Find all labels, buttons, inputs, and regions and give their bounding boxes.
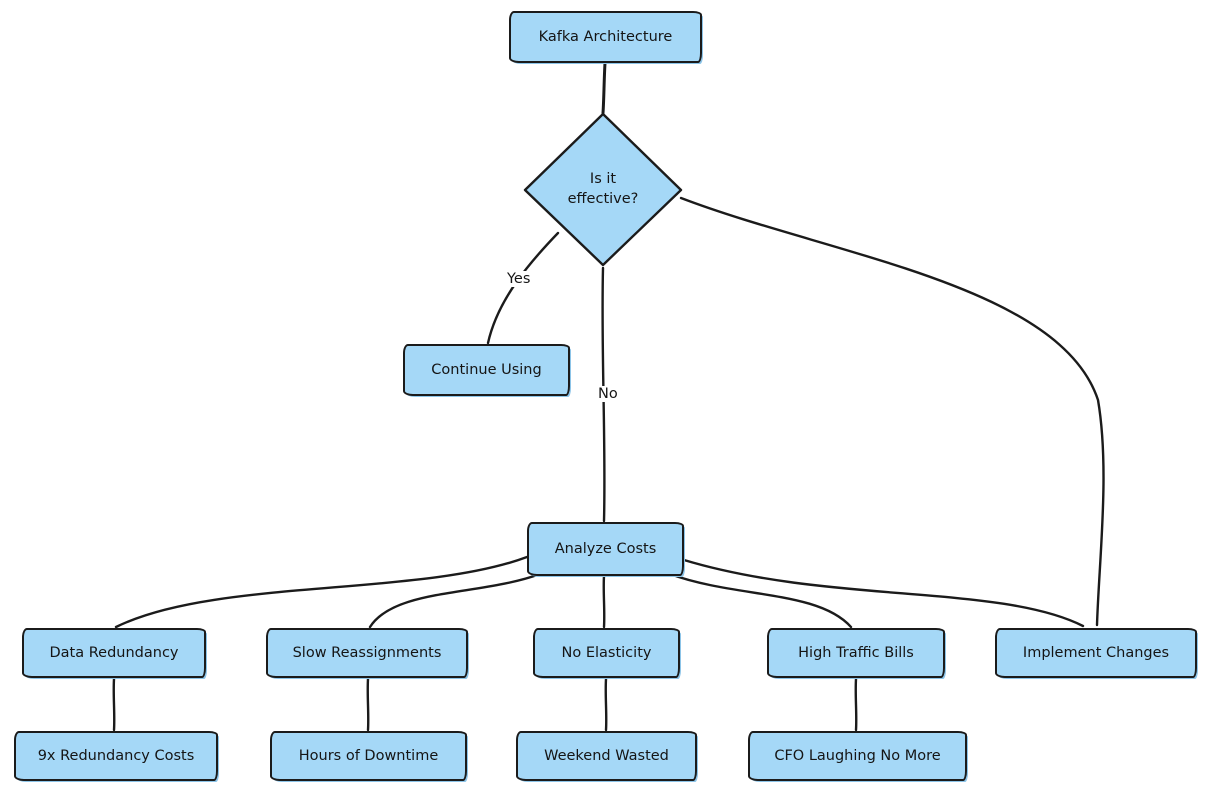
- node-weekend-wasted: Weekend Wasted: [516, 731, 697, 781]
- edge-traffic-to-cfo: [854, 677, 858, 732]
- edge-analyze-to-no-elasticity: [602, 574, 606, 629]
- node-analyze-costs: Analyze Costs: [527, 522, 684, 576]
- node-is-it-effective: Is it effective?: [523, 113, 683, 267]
- node-continue-using: Continue Using: [403, 344, 570, 396]
- edge-redundancy-to-costs: [112, 677, 116, 732]
- edge-analyze-to-implement: [682, 558, 1085, 628]
- edge-analyze-to-high-traffic: [668, 572, 853, 629]
- edge-reassignments-to-downtime: [366, 677, 370, 732]
- edge-label-no: No: [595, 386, 621, 402]
- node-cfo-laughing-no-more: CFO Laughing No More: [748, 731, 967, 781]
- diamond-label: Is it effective?: [523, 113, 683, 267]
- edge-analyze-to-slow-reassignments: [368, 572, 542, 629]
- edge-label-yes: Yes: [504, 271, 534, 287]
- node-slow-reassignments: Slow Reassignments: [266, 628, 468, 678]
- node-implement-changes: Implement Changes: [995, 628, 1197, 678]
- node-no-elasticity: No Elasticity: [533, 628, 680, 678]
- edge-analyze-to-data-redundancy: [114, 555, 529, 629]
- node-kafka-architecture: Kafka Architecture: [509, 11, 702, 63]
- node-data-redundancy: Data Redundancy: [22, 628, 206, 678]
- edge-effective-to-implement: [679, 196, 1105, 627]
- edge-elasticity-to-weekend: [604, 677, 608, 732]
- diamond-shape: [523, 113, 683, 267]
- diamond-label-text: Is it effective?: [567, 171, 639, 207]
- node-hours-of-downtime: Hours of Downtime: [270, 731, 467, 781]
- edge-kafka-to-effective: [601, 61, 607, 115]
- node-9x-redundancy-costs: 9x Redundancy Costs: [14, 731, 218, 781]
- node-high-traffic-bills: High Traffic Bills: [767, 628, 945, 678]
